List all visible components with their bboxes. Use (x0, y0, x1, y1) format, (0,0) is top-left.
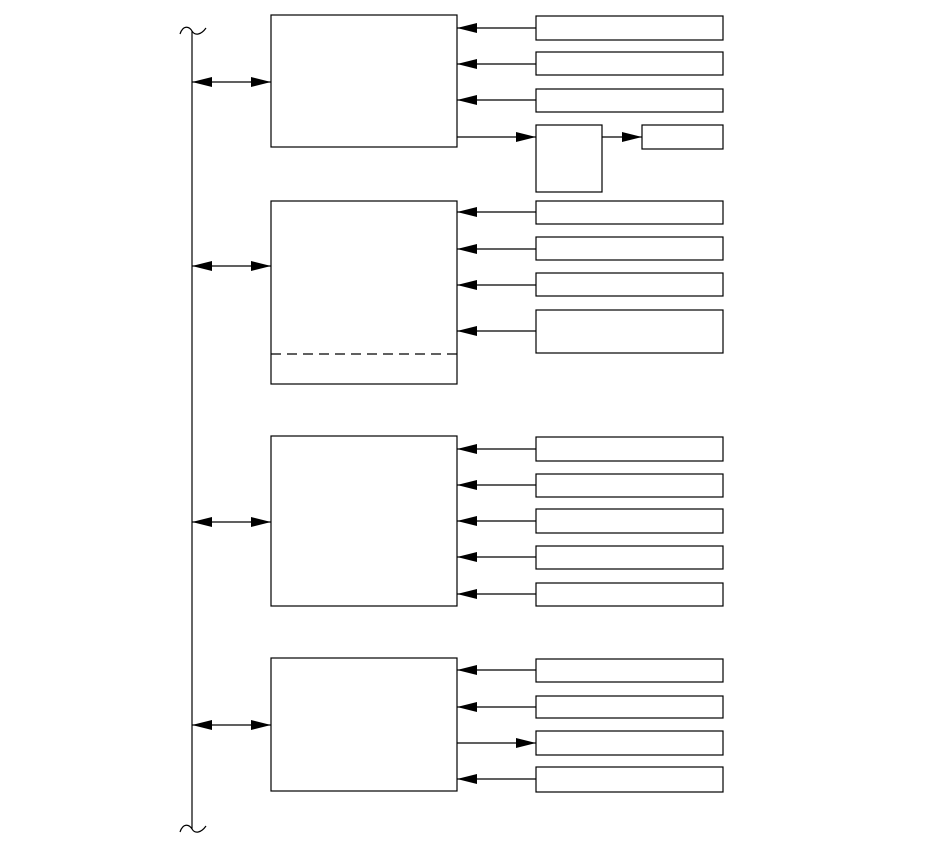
side-box-3-2 (535, 473, 724, 498)
side-box-2-3 (535, 272, 724, 297)
main-box-4 (270, 657, 458, 792)
side-box-3-1 (535, 436, 724, 462)
side-box-4-3 (535, 730, 724, 756)
side-connector-2-2-arrowhead-left (457, 244, 477, 254)
side-box-4-1 (535, 658, 724, 683)
side-connector-2-4-arrowhead-left (457, 326, 477, 336)
bus-break-mark-bottom (179, 824, 207, 833)
side-connector-4-2-arrowhead-left (457, 702, 477, 712)
side-connector-1-3-arrowhead-left (457, 95, 477, 105)
bus-connector-1-arrowhead-right (251, 77, 271, 87)
main-box-1 (270, 14, 458, 148)
side-connector-3-2-arrowhead-left (457, 480, 477, 490)
side-connector-4-3-arrowhead-right (516, 738, 536, 748)
sub-box-1 (535, 124, 603, 193)
side-box-2-4 (535, 309, 724, 354)
side-connector-3-5-arrowhead-left (457, 589, 477, 599)
chain-connector-1b-arrowhead-right (622, 132, 642, 142)
side-box-2-1 (535, 200, 724, 225)
side-connector-1-1-arrowhead-left (457, 23, 477, 33)
bus-connector-3-arrowhead-right (251, 517, 271, 527)
side-connector-3-3-arrowhead-left (457, 516, 477, 526)
bus-connector-1-arrowhead-left (192, 77, 212, 87)
side-box-1-3 (535, 88, 724, 113)
side-box-1-2 (535, 51, 724, 76)
bus-connector-4-arrowhead-left (192, 720, 212, 730)
side-box-3-3 (535, 508, 724, 534)
side-connector-4-1-arrowhead-left (457, 665, 477, 675)
side-box-4-4 (535, 766, 724, 793)
chain-connector-1a-arrowhead-right (516, 132, 536, 142)
bus-connector-2-arrowhead-right (251, 261, 271, 271)
sub-output-box-1 (641, 124, 724, 150)
side-connector-3-1-arrowhead-left (457, 444, 477, 454)
side-connector-3-4-arrowhead-left (457, 552, 477, 562)
side-box-3-5 (535, 582, 724, 607)
side-connector-2-3-arrowhead-left (457, 280, 477, 290)
side-connector-1-2-arrowhead-left (457, 59, 477, 69)
side-connector-4-4-arrowhead-left (457, 774, 477, 784)
bus-connector-3-arrowhead-left (192, 517, 212, 527)
bus-break-mark-top (179, 26, 207, 35)
main-box-2 (270, 200, 458, 385)
side-box-3-4 (535, 545, 724, 570)
bus-connector-4-arrowhead-right (251, 720, 271, 730)
side-box-2-2 (535, 236, 724, 261)
side-box-4-2 (535, 695, 724, 719)
main-box-3 (270, 435, 458, 607)
side-connector-2-1-arrowhead-left (457, 207, 477, 217)
bus-connector-2-arrowhead-left (192, 261, 212, 271)
side-box-1-1 (535, 15, 724, 41)
